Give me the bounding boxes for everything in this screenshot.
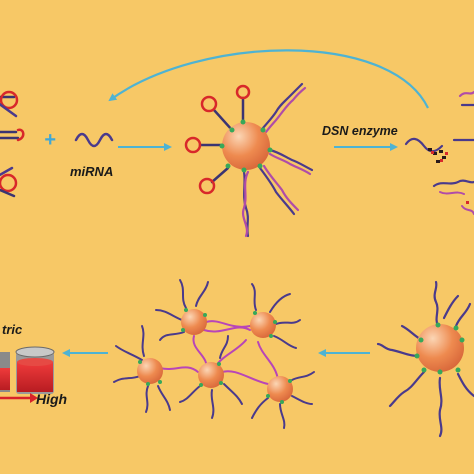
high-label: High [36,391,67,407]
probe-coated-nanoparticle [376,280,474,438]
recycling-arrow [108,49,429,109]
colorimetric-tubes [0,346,55,394]
cleaved-fragments [404,90,474,215]
probe-nanoparticle [184,82,314,238]
free-hairpin-probes [0,90,25,198]
mirna-strand [74,132,114,148]
dsn-enzyme-label: DSN enzyme [322,124,398,138]
mirna-label: miRNA [70,164,113,179]
colorimetric-label: tric [2,322,23,337]
plus-sign: + [44,129,56,151]
nanoparticle-aggregate [113,279,315,429]
gradient-arrowhead [30,393,38,403]
